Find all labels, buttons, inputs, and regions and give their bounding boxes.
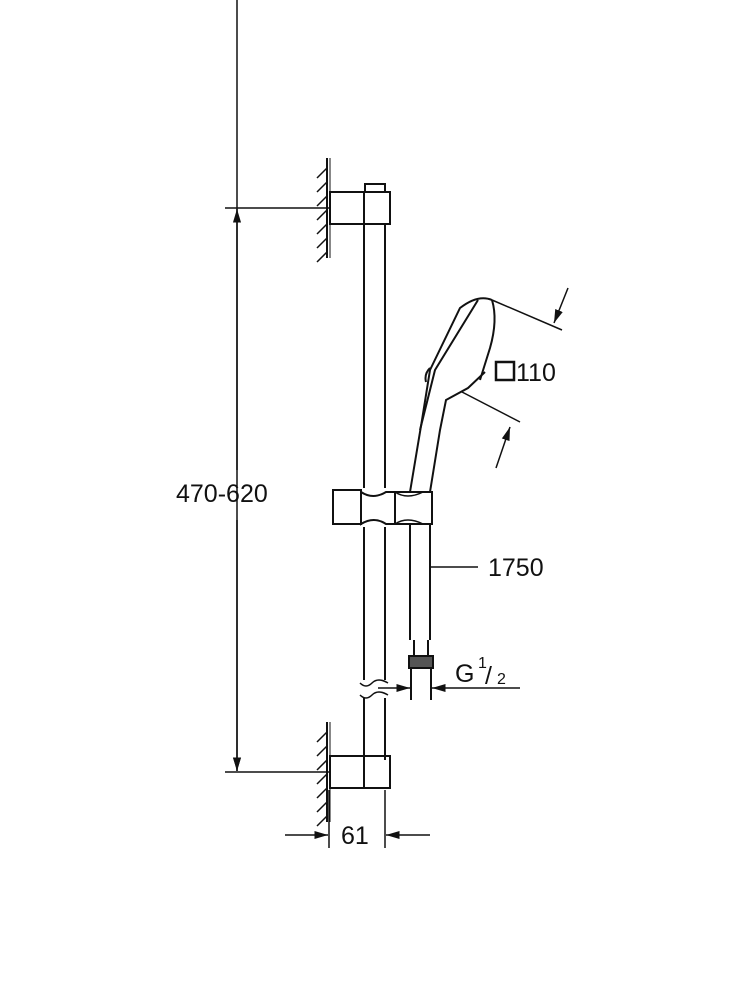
square-size-icon [494, 360, 516, 382]
shower-rail [359, 224, 389, 760]
hose-length-label: 1750 [488, 554, 544, 582]
slider-holder [332, 489, 433, 526]
thread-denominator: 2 [497, 671, 506, 688]
thread-slash: / [485, 662, 492, 690]
bottom-wall-hatch [316, 722, 331, 827]
thread-numerator: 1 [478, 655, 487, 672]
shower-hose [408, 524, 434, 700]
handshower-size-label: 110 [516, 359, 556, 387]
projection-dimension [285, 790, 430, 848]
bottom-bracket [329, 755, 391, 789]
top-wall-hatch [316, 158, 331, 263]
height-dimension [225, 0, 330, 773]
top-bracket [329, 183, 391, 225]
hand-shower [409, 297, 496, 493]
height-range-label: 470-620 [176, 480, 268, 508]
projection-label: 61 [341, 822, 369, 850]
thread-prefix-label: G [455, 660, 474, 688]
handshower-dimension [461, 287, 569, 469]
